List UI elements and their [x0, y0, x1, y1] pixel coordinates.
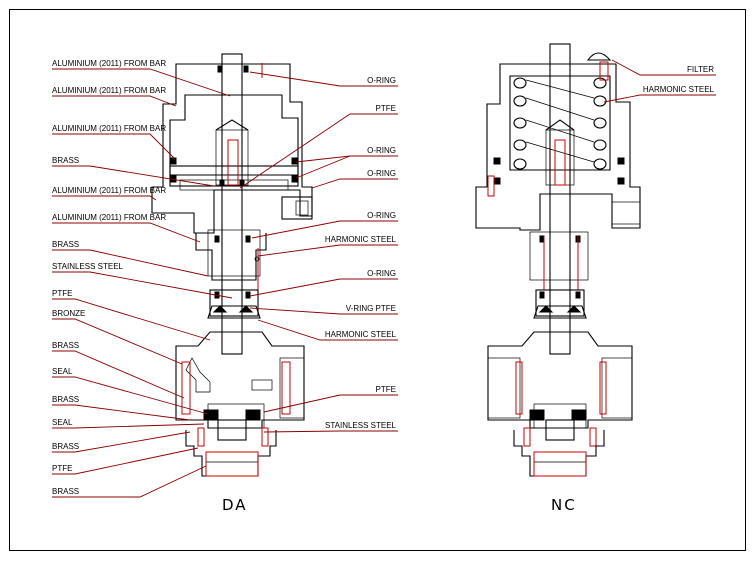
label-brass-6: BRASS [52, 487, 79, 496]
da-caption: DA [222, 496, 248, 514]
spring-coils [513, 77, 607, 170]
label-aluminium-2: ALUMINIUM (2011) FROM BAR [52, 86, 166, 95]
da-right-leaders [239, 71, 398, 433]
label-bronze: BRONZE [52, 309, 85, 318]
label-o-ring-3: O-RING [367, 169, 396, 178]
nc-labels: FILTER HARMONIC STEEL [643, 65, 715, 94]
label-brass-3: BRASS [52, 341, 79, 350]
label-aluminium-1: ALUMINIUM (2011) FROM BAR [52, 59, 166, 68]
label-v-ring-ptfe: V-RING PTFE [346, 304, 396, 313]
label-aluminium-4: ALUMINIUM (2011) FROM BAR [52, 186, 166, 195]
label-seal-1: SEAL [52, 367, 73, 376]
label-brass-5: BRASS [52, 442, 79, 451]
nc-leaders [603, 59, 716, 103]
label-aluminium-5: ALUMINIUM (2011) FROM BAR [52, 213, 166, 222]
label-o-ring-1: O-RING [367, 76, 396, 85]
label-ptfe-3: PTFE [376, 385, 396, 394]
da-valve: DA [151, 53, 313, 514]
label-ptfe-top: PTFE [376, 104, 396, 113]
label-harmonic-steel-2: HARMONIC STEEL [325, 330, 397, 339]
label-seal-2: SEAL [52, 418, 73, 427]
nc-valve: NC [475, 43, 641, 514]
da-left-labels: ALUMINIUM (2011) FROM BAR ALUMINIUM (201… [52, 59, 166, 496]
label-brass-2: BRASS [52, 240, 79, 249]
drawing-frame [9, 9, 746, 551]
label-stainless-steel-2: STAINLESS STEEL [325, 421, 397, 430]
label-ptfe-1: PTFE [52, 289, 72, 298]
label-o-ring-5: O-RING [367, 269, 396, 278]
label-aluminium-3: ALUMINIUM (2011) FROM BAR [52, 124, 166, 133]
nc-caption: NC [551, 496, 577, 514]
label-ptfe-2: PTFE [52, 464, 72, 473]
da-right-labels: O-RING PTFE O-RING O-RING O-RING HARMONI… [325, 76, 397, 430]
label-brass-4: BRASS [52, 395, 79, 404]
da-left-leaders [52, 68, 233, 498]
label-o-ring-4: O-RING [367, 211, 396, 220]
label-filter: FILTER [687, 65, 714, 74]
label-harmonic-steel-1: HARMONIC STEEL [325, 235, 397, 244]
label-o-ring-2: O-RING [367, 146, 396, 155]
label-harmonic-steel-nc: HARMONIC STEEL [643, 85, 715, 94]
label-stainless-steel: STAINLESS STEEL [52, 262, 124, 271]
label-brass-1: BRASS [52, 156, 79, 165]
